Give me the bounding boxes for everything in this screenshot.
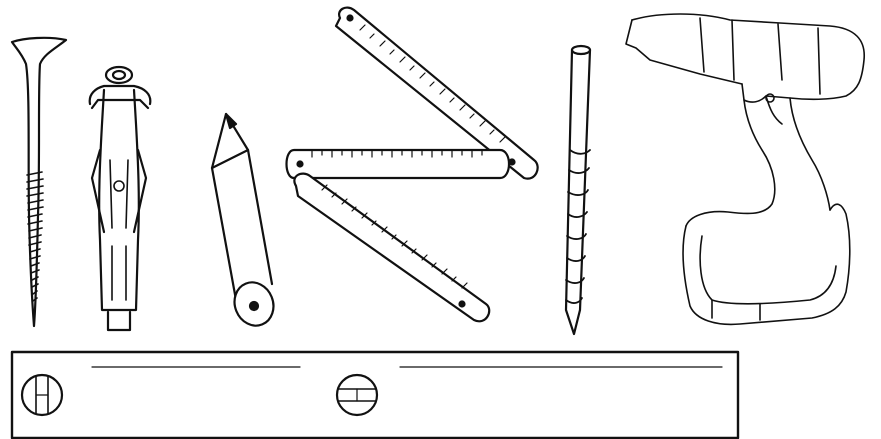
folding-ruler-icon — [285, 6, 539, 323]
screw-icon — [10, 36, 68, 328]
wall-plug-icon — [88, 65, 152, 332]
spirit-level-icon — [10, 350, 740, 439]
pencil-icon — [210, 112, 275, 327]
cordless-drill-icon — [625, 13, 865, 326]
drill-bit-icon — [564, 44, 592, 336]
